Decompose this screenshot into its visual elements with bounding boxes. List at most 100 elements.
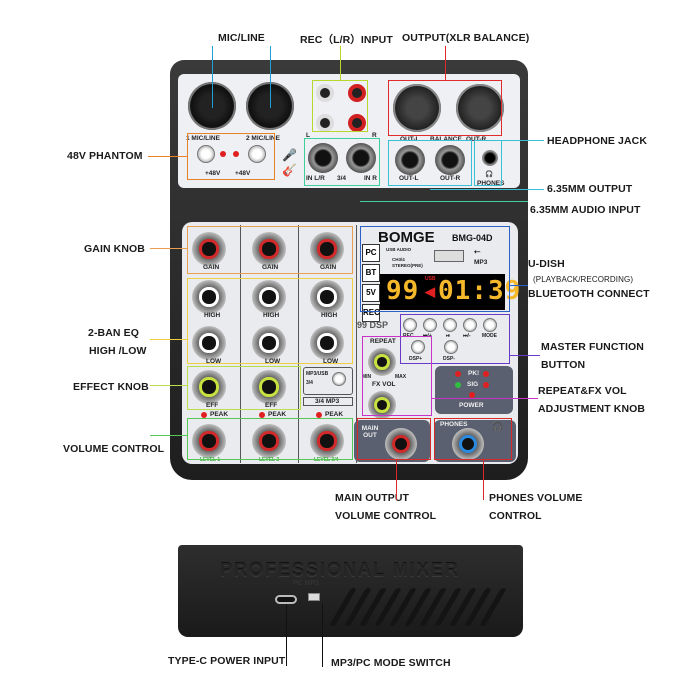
high-eq-knob-3[interactable] <box>310 280 344 314</box>
leader-xlr <box>445 46 446 80</box>
fx-vol-label: FX VOL <box>372 381 396 388</box>
main-out-knob[interactable] <box>385 428 417 460</box>
low-eq-knob-1[interactable] <box>192 326 226 360</box>
typec-port[interactable] <box>275 595 297 604</box>
next-minus-button[interactable] <box>463 318 477 332</box>
gain-knob-2[interactable] <box>252 232 286 266</box>
leader-rec <box>340 46 341 80</box>
phantom-label: 48V PHANTOM <box>67 150 143 162</box>
level-knob-3[interactable] <box>310 424 344 458</box>
rec-rca-white-1[interactable] <box>316 84 334 102</box>
level34-label: LEVEL 3/4 <box>314 457 339 463</box>
peak-label-3: PEAK <box>325 411 344 418</box>
stereo-text: STEREO(PRE) <box>392 263 423 268</box>
repeat-knob[interactable] <box>368 348 396 376</box>
rec-button[interactable] <box>403 318 417 332</box>
output-jack-l[interactable] <box>395 145 425 175</box>
leader-output635 <box>430 189 544 190</box>
dsp-plus-button[interactable] <box>411 340 425 354</box>
dsp-plus-label: DSP+ <box>409 356 423 362</box>
output-635-label: 6.35MM OUTPUT <box>547 183 633 195</box>
mode-button[interactable] <box>483 318 497 332</box>
phantom-led-2 <box>233 151 239 157</box>
master-function-label-1: MASTER FUNCTION <box>541 341 644 353</box>
level-knob-1[interactable] <box>192 424 226 458</box>
peak-led-2 <box>259 412 265 418</box>
source-select-button[interactable] <box>332 372 346 386</box>
high-label-3: HIGH <box>321 312 338 319</box>
gain-label-1: GAIN <box>203 264 220 271</box>
repeat-fx-label-1: REPEAT&FX VOL <box>538 385 627 397</box>
mode-switch-label: MP3/PC MODE SWITCH <box>331 657 451 669</box>
phantom-button-1[interactable] <box>197 145 215 163</box>
phones-knob[interactable] <box>452 428 484 460</box>
fx-vol-knob[interactable] <box>368 391 396 419</box>
effect-box <box>187 366 301 410</box>
repeat-label: REPEAT <box>370 338 396 345</box>
eq-label-1: 2-BAN EQ <box>88 327 139 339</box>
usb-port[interactable] <box>434 250 464 262</box>
typec-label: TYPE-C POWER INPUT <box>168 655 286 667</box>
display-track-number: 99 <box>386 276 420 306</box>
high-label-1: HIGH <box>204 312 221 319</box>
xlr-output-box <box>388 80 502 136</box>
output-jack-r[interactable] <box>435 145 465 175</box>
input-635-label: 6.35MM AUDIO INPUT <box>530 204 641 216</box>
play-pause-button[interactable] <box>443 318 457 332</box>
output-xlr-label: OUTPUT(XLR BALANCE) <box>402 32 530 44</box>
gain-box <box>187 226 353 274</box>
gain-knob-3[interactable] <box>310 232 344 266</box>
level2-label: LEVEL 2 <box>259 457 280 463</box>
indicator-panel <box>435 366 513 414</box>
max-label: MAX <box>395 374 407 380</box>
leader-phones <box>483 460 484 500</box>
gain-knob-1[interactable] <box>192 232 226 266</box>
peak-led-3 <box>316 412 322 418</box>
dsp-minus-label: DSP- <box>443 356 455 362</box>
rec-input-label: REC（L/R）INPUT <box>300 34 393 46</box>
xlr-output-r[interactable] <box>456 84 504 132</box>
phones-volume-label-2: CONTROL <box>489 510 542 522</box>
xlr-output-l[interactable] <box>393 84 441 132</box>
rca-l-label: L <box>306 132 310 139</box>
led-display <box>380 274 505 310</box>
leader-mode-switch <box>322 603 323 667</box>
high-label-2: HIGH <box>263 312 280 319</box>
play-button-label: ⏯ <box>446 333 451 339</box>
mode-switch[interactable] <box>308 593 320 601</box>
prev-plus-button[interactable] <box>423 318 437 332</box>
effect-knob-1[interactable] <box>192 370 226 404</box>
rec-rca-red-1[interactable] <box>348 84 366 102</box>
input-jack-r[interactable] <box>346 143 376 173</box>
effect-knob-2[interactable] <box>252 370 286 404</box>
input-jack-l[interactable] <box>308 143 338 173</box>
low-eq-knob-3[interactable] <box>310 326 344 360</box>
rec-input-box <box>312 80 368 132</box>
leader-input635 <box>360 201 528 202</box>
main-out-label: MAIN OUT <box>361 425 379 439</box>
brand-name: BOMGE <box>378 229 435 246</box>
high-eq-knob-2[interactable] <box>252 280 286 314</box>
headphone-jack[interactable] <box>482 150 498 166</box>
sig-led-l <box>455 382 461 388</box>
level1-label: LEVEL 1 <box>200 457 221 463</box>
eff-label-2: EFF <box>265 402 278 409</box>
low-eq-knob-2[interactable] <box>252 326 286 360</box>
dsp-minus-button[interactable] <box>444 340 458 354</box>
peak-led-1 <box>201 412 207 418</box>
balance-label: BALANCE <box>430 136 462 143</box>
high-eq-knob-1[interactable] <box>192 280 226 314</box>
ch34mp3-label: 3/4 MP3 <box>315 398 340 405</box>
5v-icon: 5V <box>362 284 380 302</box>
out-l-xlr-label: OUT-L <box>400 136 420 143</box>
phantom-button-2[interactable] <box>248 145 266 163</box>
leader-mic2 <box>270 46 271 108</box>
level-knob-2[interactable] <box>252 424 286 458</box>
display-time: 01:39 <box>438 276 522 306</box>
pk-led-l <box>455 371 461 377</box>
rec-rca-white-2[interactable] <box>316 114 334 132</box>
model-name: BMG-04D <box>452 233 493 243</box>
leader-eq <box>150 339 188 340</box>
rec-rca-red-2[interactable] <box>348 114 366 132</box>
ch34-label: 3/4 <box>337 175 347 182</box>
